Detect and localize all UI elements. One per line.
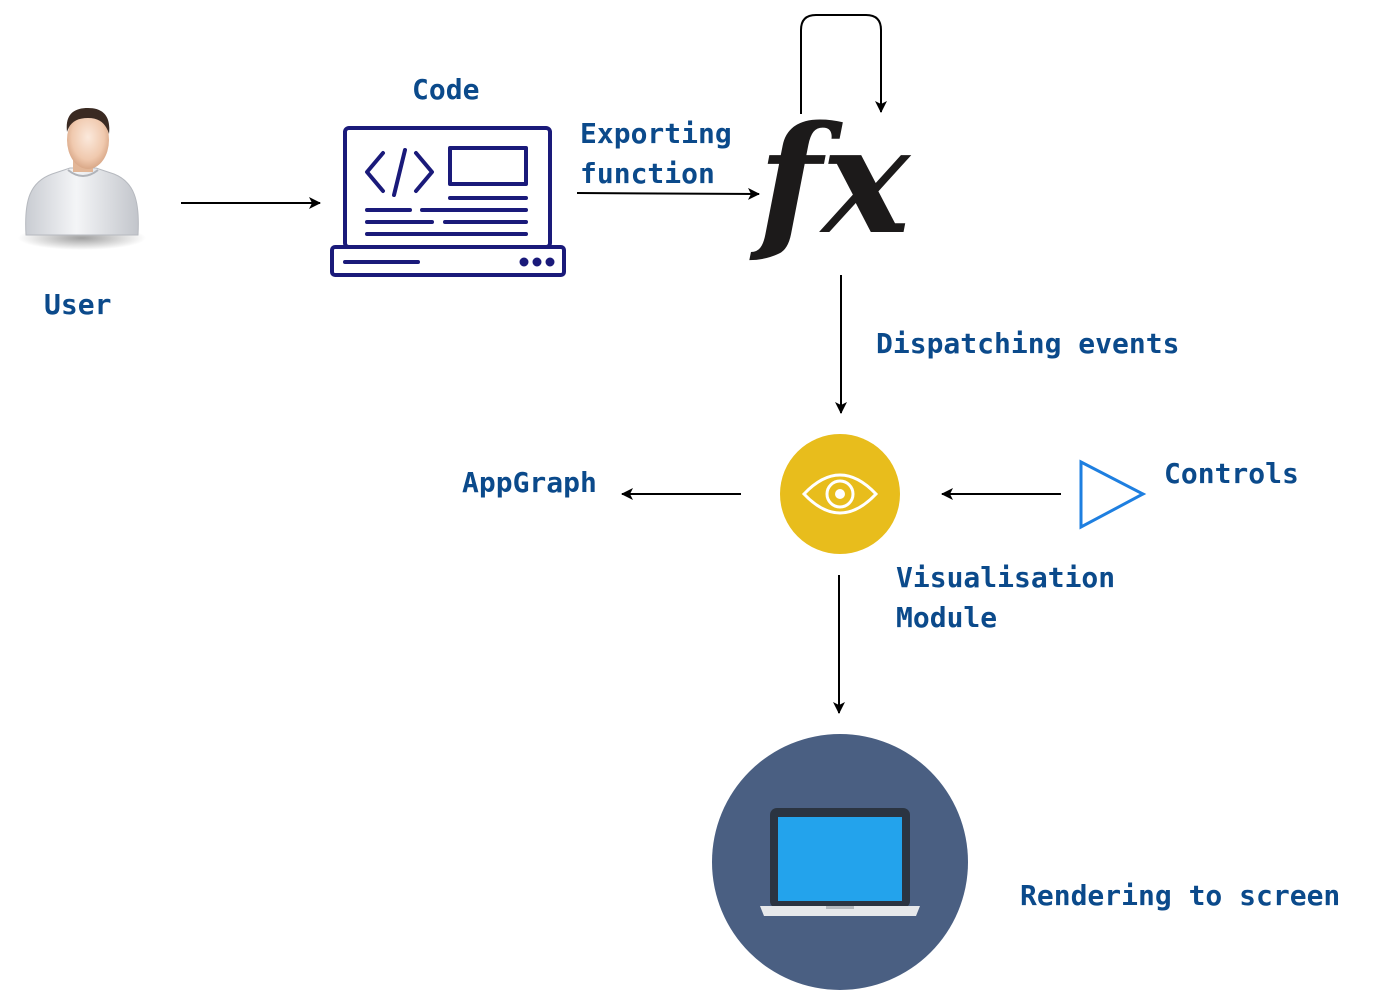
- visualisation-module-label: Visualisation Module: [896, 558, 1115, 638]
- exporting-function-line-1: Exporting: [580, 117, 732, 150]
- exporting-function-label: Exporting function: [580, 114, 732, 194]
- user-avatar-icon: [18, 108, 146, 250]
- laptop-screen-icon: [712, 734, 968, 990]
- appgraph-label: AppGraph: [462, 466, 597, 499]
- play-triangle-icon: [1079, 459, 1147, 530]
- user-label: User: [44, 288, 112, 321]
- controls-label: Controls: [1164, 457, 1299, 490]
- exporting-function-line-2: function: [580, 157, 715, 190]
- rendering-to-screen-label: Rendering to screen: [1020, 879, 1341, 912]
- fx-function-icon: fx: [749, 93, 912, 267]
- eye-icon: [780, 434, 900, 554]
- visualisation-module-line-2: Module: [896, 601, 998, 634]
- arrow-function-self-loop: [800, 14, 887, 114]
- dispatching-events-label: Dispatching events: [876, 327, 1180, 360]
- arrow-code-to-function: [576, 187, 760, 200]
- code-laptop-icon: [330, 126, 566, 277]
- visualisation-module-line-1: Visualisation: [896, 561, 1116, 594]
- code-label: Code: [412, 73, 480, 106]
